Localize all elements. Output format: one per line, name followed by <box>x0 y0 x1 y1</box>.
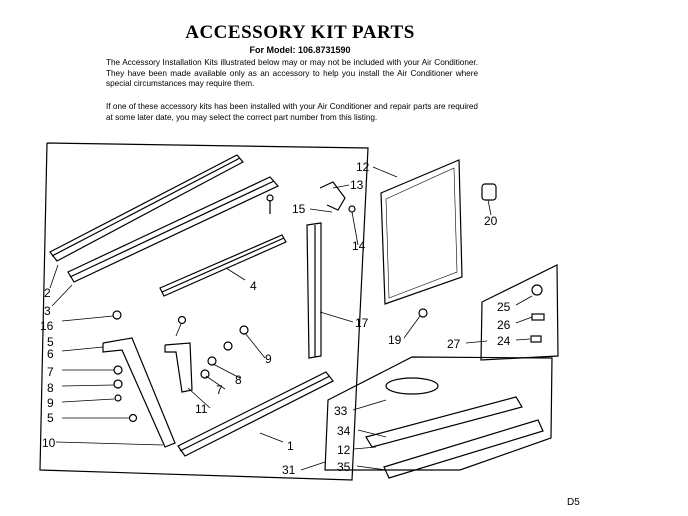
callout-35: 35 <box>337 460 351 474</box>
callout-16: 16 <box>40 319 54 333</box>
rail-part-1 <box>177 371 334 457</box>
page-title: ACCESSORY KIT PARTS <box>185 22 415 43</box>
callout-20: 20 <box>484 214 498 228</box>
callout-7b: 7 <box>216 383 223 397</box>
rail-part-3 <box>67 176 279 283</box>
callout-5b: 5 <box>47 411 54 425</box>
strip-part-34 <box>365 396 523 448</box>
callout-11: 11 <box>195 402 208 416</box>
callout-12: 12 <box>356 160 370 174</box>
callout-6: 6 <box>47 347 54 361</box>
panel-part-12 <box>380 159 463 305</box>
subkit-27-frame <box>480 264 559 361</box>
callout-24: 24 <box>497 334 511 348</box>
callout-1: 1 <box>287 439 294 453</box>
callout-26: 26 <box>497 318 511 332</box>
callout-14: 14 <box>352 239 366 253</box>
callout-15: 15 <box>292 202 306 216</box>
callout-12b: 12 <box>337 443 351 457</box>
strip-part-4 <box>159 234 287 297</box>
intro-paragraph: The Accessory Installation Kits illustra… <box>106 58 478 88</box>
callout-25: 25 <box>497 300 511 314</box>
page-code: D5 <box>567 497 580 508</box>
callout-2: 2 <box>44 286 51 300</box>
callout-5: 5 <box>47 335 54 349</box>
callout-13: 13 <box>350 178 364 192</box>
bracket-part-10 <box>102 337 176 448</box>
callout-9: 9 <box>47 396 54 410</box>
bracket-part-13 <box>319 181 346 211</box>
callout-33: 33 <box>334 404 348 418</box>
strip-part-35 <box>383 419 544 479</box>
post-part-17 <box>306 222 322 359</box>
callout-27: 27 <box>447 337 461 351</box>
callout-7: 7 <box>47 365 54 379</box>
seal-part-33 <box>385 377 439 395</box>
cap-part-20 <box>481 183 497 201</box>
subkit-31-frame <box>324 356 553 471</box>
callout-10: 10 <box>42 436 56 450</box>
kit-frame <box>39 142 369 481</box>
callout-3: 3 <box>44 304 51 318</box>
callout-4: 4 <box>250 279 257 293</box>
callout-17: 17 <box>355 316 369 330</box>
callout-8b: 8 <box>235 373 242 387</box>
instruction-paragraph: If one of these accessory kits has been … <box>106 102 478 122</box>
callout-9b: 9 <box>265 352 272 366</box>
callout-19: 19 <box>388 333 402 347</box>
bracket-part-11 <box>164 342 193 393</box>
callout-34: 34 <box>337 424 351 438</box>
callout-8: 8 <box>47 381 54 395</box>
callout-31: 31 <box>282 463 296 477</box>
model-number: For Model: 106.8731590 <box>249 45 351 55</box>
rail-part-2 <box>49 154 244 262</box>
